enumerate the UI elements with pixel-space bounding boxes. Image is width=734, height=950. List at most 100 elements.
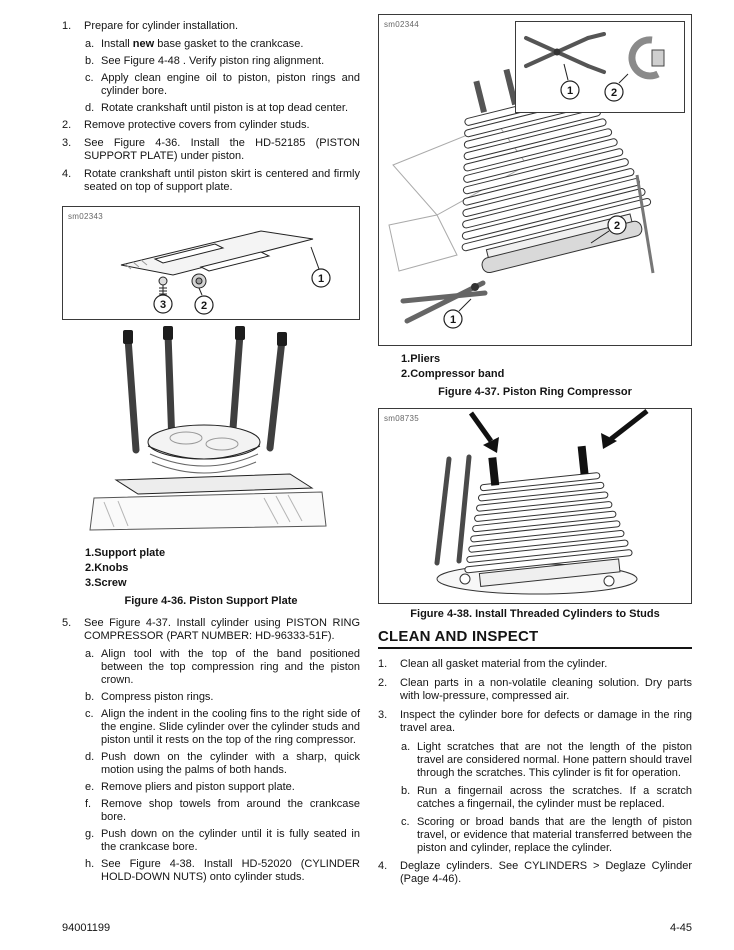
figure-4-38-caption: Figure 4-38. Install Threaded Cylinders … bbox=[410, 608, 660, 620]
step-1: 1. Prepare for cylinder installation. bbox=[62, 20, 360, 33]
compressor-band bbox=[481, 220, 643, 274]
step-text: Deglaze cylinders. See CYLINDERS > Degla… bbox=[400, 860, 692, 885]
svg-text:2: 2 bbox=[201, 300, 207, 312]
legend-number: 1. bbox=[85, 547, 95, 559]
step-5b: b. Compress piston rings. bbox=[85, 691, 360, 704]
pliers-drawing bbox=[400, 280, 488, 324]
step-3: 3. See Figure 4-36. Install the HD-52185… bbox=[62, 137, 360, 163]
legend-item: 3. Screw bbox=[62, 576, 360, 591]
step-3a: a. Light scratches that are not the leng… bbox=[401, 741, 692, 780]
support-plate-under-piston bbox=[114, 473, 314, 495]
legend-item: 2. Knobs bbox=[62, 561, 360, 576]
legend-label: Support plate bbox=[94, 547, 166, 559]
step-3: 3. Inspect the cylinder bore for defects… bbox=[378, 709, 692, 735]
legend-number: 1. bbox=[401, 353, 411, 365]
right-column: sm02344 bbox=[378, 14, 692, 892]
ring-compressor-on-cylinder-drawing: 2 1 bbox=[388, 64, 655, 329]
step-text: Prepare for cylinder installation. bbox=[84, 20, 239, 32]
step-text: Rotate crankshaft until piston skirt is … bbox=[84, 168, 360, 193]
step-5a: a. Align tool with the top of the band p… bbox=[85, 648, 360, 687]
svg-text:1: 1 bbox=[450, 314, 456, 326]
callout-1-inset: 1 bbox=[560, 63, 580, 100]
substep-text: Light scratches that are not the length … bbox=[417, 741, 692, 779]
legend-item: 1. Pliers bbox=[378, 352, 692, 367]
callout-1: 1 bbox=[310, 246, 331, 288]
step-text: Clean all gasket material from the cylin… bbox=[400, 658, 608, 670]
step-1c: c. Apply clean engine oil to piston, pis… bbox=[85, 72, 360, 98]
step-1d: d. Rotate crankshaft until piston is at … bbox=[85, 102, 360, 115]
figure-4-37-legend: 1. Pliers 2. Compressor band bbox=[378, 352, 692, 382]
step-4: 4. Deglaze cylinders. See CYLINDERS > De… bbox=[378, 860, 692, 886]
substep-letter: c. bbox=[85, 708, 94, 720]
substep-letter: h. bbox=[85, 858, 95, 870]
step-text: Clean parts in a non-volatile cleaning s… bbox=[400, 677, 692, 702]
step-number: 2. bbox=[62, 119, 72, 131]
svg-text:1: 1 bbox=[567, 85, 573, 97]
step-3b: b. Run a fingernail across the scratches… bbox=[401, 785, 692, 811]
substep-text: See Figure 4-38. Install HD-52020 (CYLIN… bbox=[101, 858, 360, 883]
step-3c: c. Scoring or broad bands that are the l… bbox=[401, 816, 692, 855]
step-2: 2. Remove protective covers from cylinde… bbox=[62, 119, 360, 132]
substep-letter: a. bbox=[85, 648, 95, 660]
step-5d: d. Push down on the cylinder with a shar… bbox=[85, 751, 360, 777]
step-number: 4. bbox=[378, 860, 388, 872]
figure-4-37-box: sm02344 bbox=[378, 14, 692, 346]
substep-letter: d. bbox=[85, 102, 95, 114]
figure-4-36-main-drawing bbox=[62, 322, 360, 540]
svg-text:2: 2 bbox=[614, 220, 620, 232]
substep-letter: b. bbox=[85, 691, 95, 703]
callout-2-inset: 2 bbox=[604, 73, 629, 102]
page-number: 4-45 bbox=[669, 922, 692, 934]
step-number: 2. bbox=[378, 677, 388, 689]
install-arrow-left bbox=[468, 411, 499, 453]
substep-letter: b. bbox=[85, 55, 95, 67]
knob-drawing bbox=[191, 273, 207, 289]
support-plate-shape bbox=[120, 230, 314, 276]
cylinder-studs bbox=[124, 330, 286, 454]
step-text: Remove protective covers from cylinder s… bbox=[84, 119, 310, 131]
step-text: See Figure 4-37. Install cylinder using … bbox=[84, 617, 360, 642]
step-2: 2. Clean parts in a non-volatile cleanin… bbox=[378, 677, 692, 703]
left-column: 1. Prepare for cylinder installation. a.… bbox=[62, 20, 360, 888]
svg-text:3: 3 bbox=[160, 299, 166, 311]
substep-letter: g. bbox=[85, 828, 95, 840]
cylinder-fins-drawing bbox=[464, 445, 633, 588]
step-number: 5. bbox=[62, 617, 72, 629]
substep-text: Align tool with the top of the band posi… bbox=[101, 648, 360, 686]
substep-text: See Figure 4-48 . Verify piston ring ali… bbox=[101, 55, 325, 67]
substep-letter: f. bbox=[85, 798, 92, 810]
legend-label: Screw bbox=[94, 577, 127, 589]
legend-label: Knobs bbox=[94, 562, 129, 574]
substep-text-bold: new bbox=[132, 38, 155, 50]
figure-4-38-box: sm08735 bbox=[378, 408, 692, 604]
crankcase-drawing bbox=[89, 491, 327, 531]
step-5h: h. See Figure 4-38. Install HD-52020 (CY… bbox=[85, 858, 360, 884]
step-1: 1. Clean all gasket material from the cy… bbox=[378, 658, 692, 671]
figure-4-36-caption: Figure 4-36. Piston Support Plate bbox=[124, 595, 298, 607]
callout-3: 3 bbox=[153, 290, 173, 314]
legend-item: 2. Compressor band bbox=[378, 367, 692, 382]
pliers-and-band-drawing: 1 2 bbox=[524, 32, 665, 102]
substep-text: Align the indent in the cooling fins to … bbox=[101, 708, 360, 746]
substep-letter: a. bbox=[85, 38, 95, 50]
substep-letter: a. bbox=[401, 741, 411, 753]
step-number: 1. bbox=[378, 658, 388, 670]
figure-4-37-caption: Figure 4-37. Piston Ring Compressor bbox=[438, 386, 632, 398]
compressor-band-drawing bbox=[628, 36, 665, 80]
left-studs bbox=[434, 454, 472, 566]
cylinder-install-drawing bbox=[434, 409, 649, 595]
substep-text: Remove pliers and piston support plate. bbox=[101, 781, 295, 793]
cylinder-fins-drawing bbox=[461, 64, 652, 274]
substep-text: Scoring or broad bands that are the leng… bbox=[417, 816, 692, 854]
legend-label: Compressor band bbox=[410, 368, 505, 380]
step-5g: g. Push down on the cylinder until it is… bbox=[85, 828, 360, 854]
support-plate-drawing: 3 2 1 bbox=[120, 230, 331, 315]
clamp-screw-handle bbox=[635, 174, 655, 274]
legend-label: Pliers bbox=[410, 353, 441, 365]
step-5c: c. Align the indent in the cooling fins … bbox=[85, 708, 360, 747]
substep-letter: e. bbox=[85, 781, 95, 793]
substep-letter: c. bbox=[401, 816, 410, 828]
step-5e: e. Remove pliers and piston support plat… bbox=[85, 781, 360, 794]
substep-text: Push down on the cylinder until it is fu… bbox=[101, 828, 360, 853]
figure-photo-id: sm02344 bbox=[384, 20, 420, 29]
